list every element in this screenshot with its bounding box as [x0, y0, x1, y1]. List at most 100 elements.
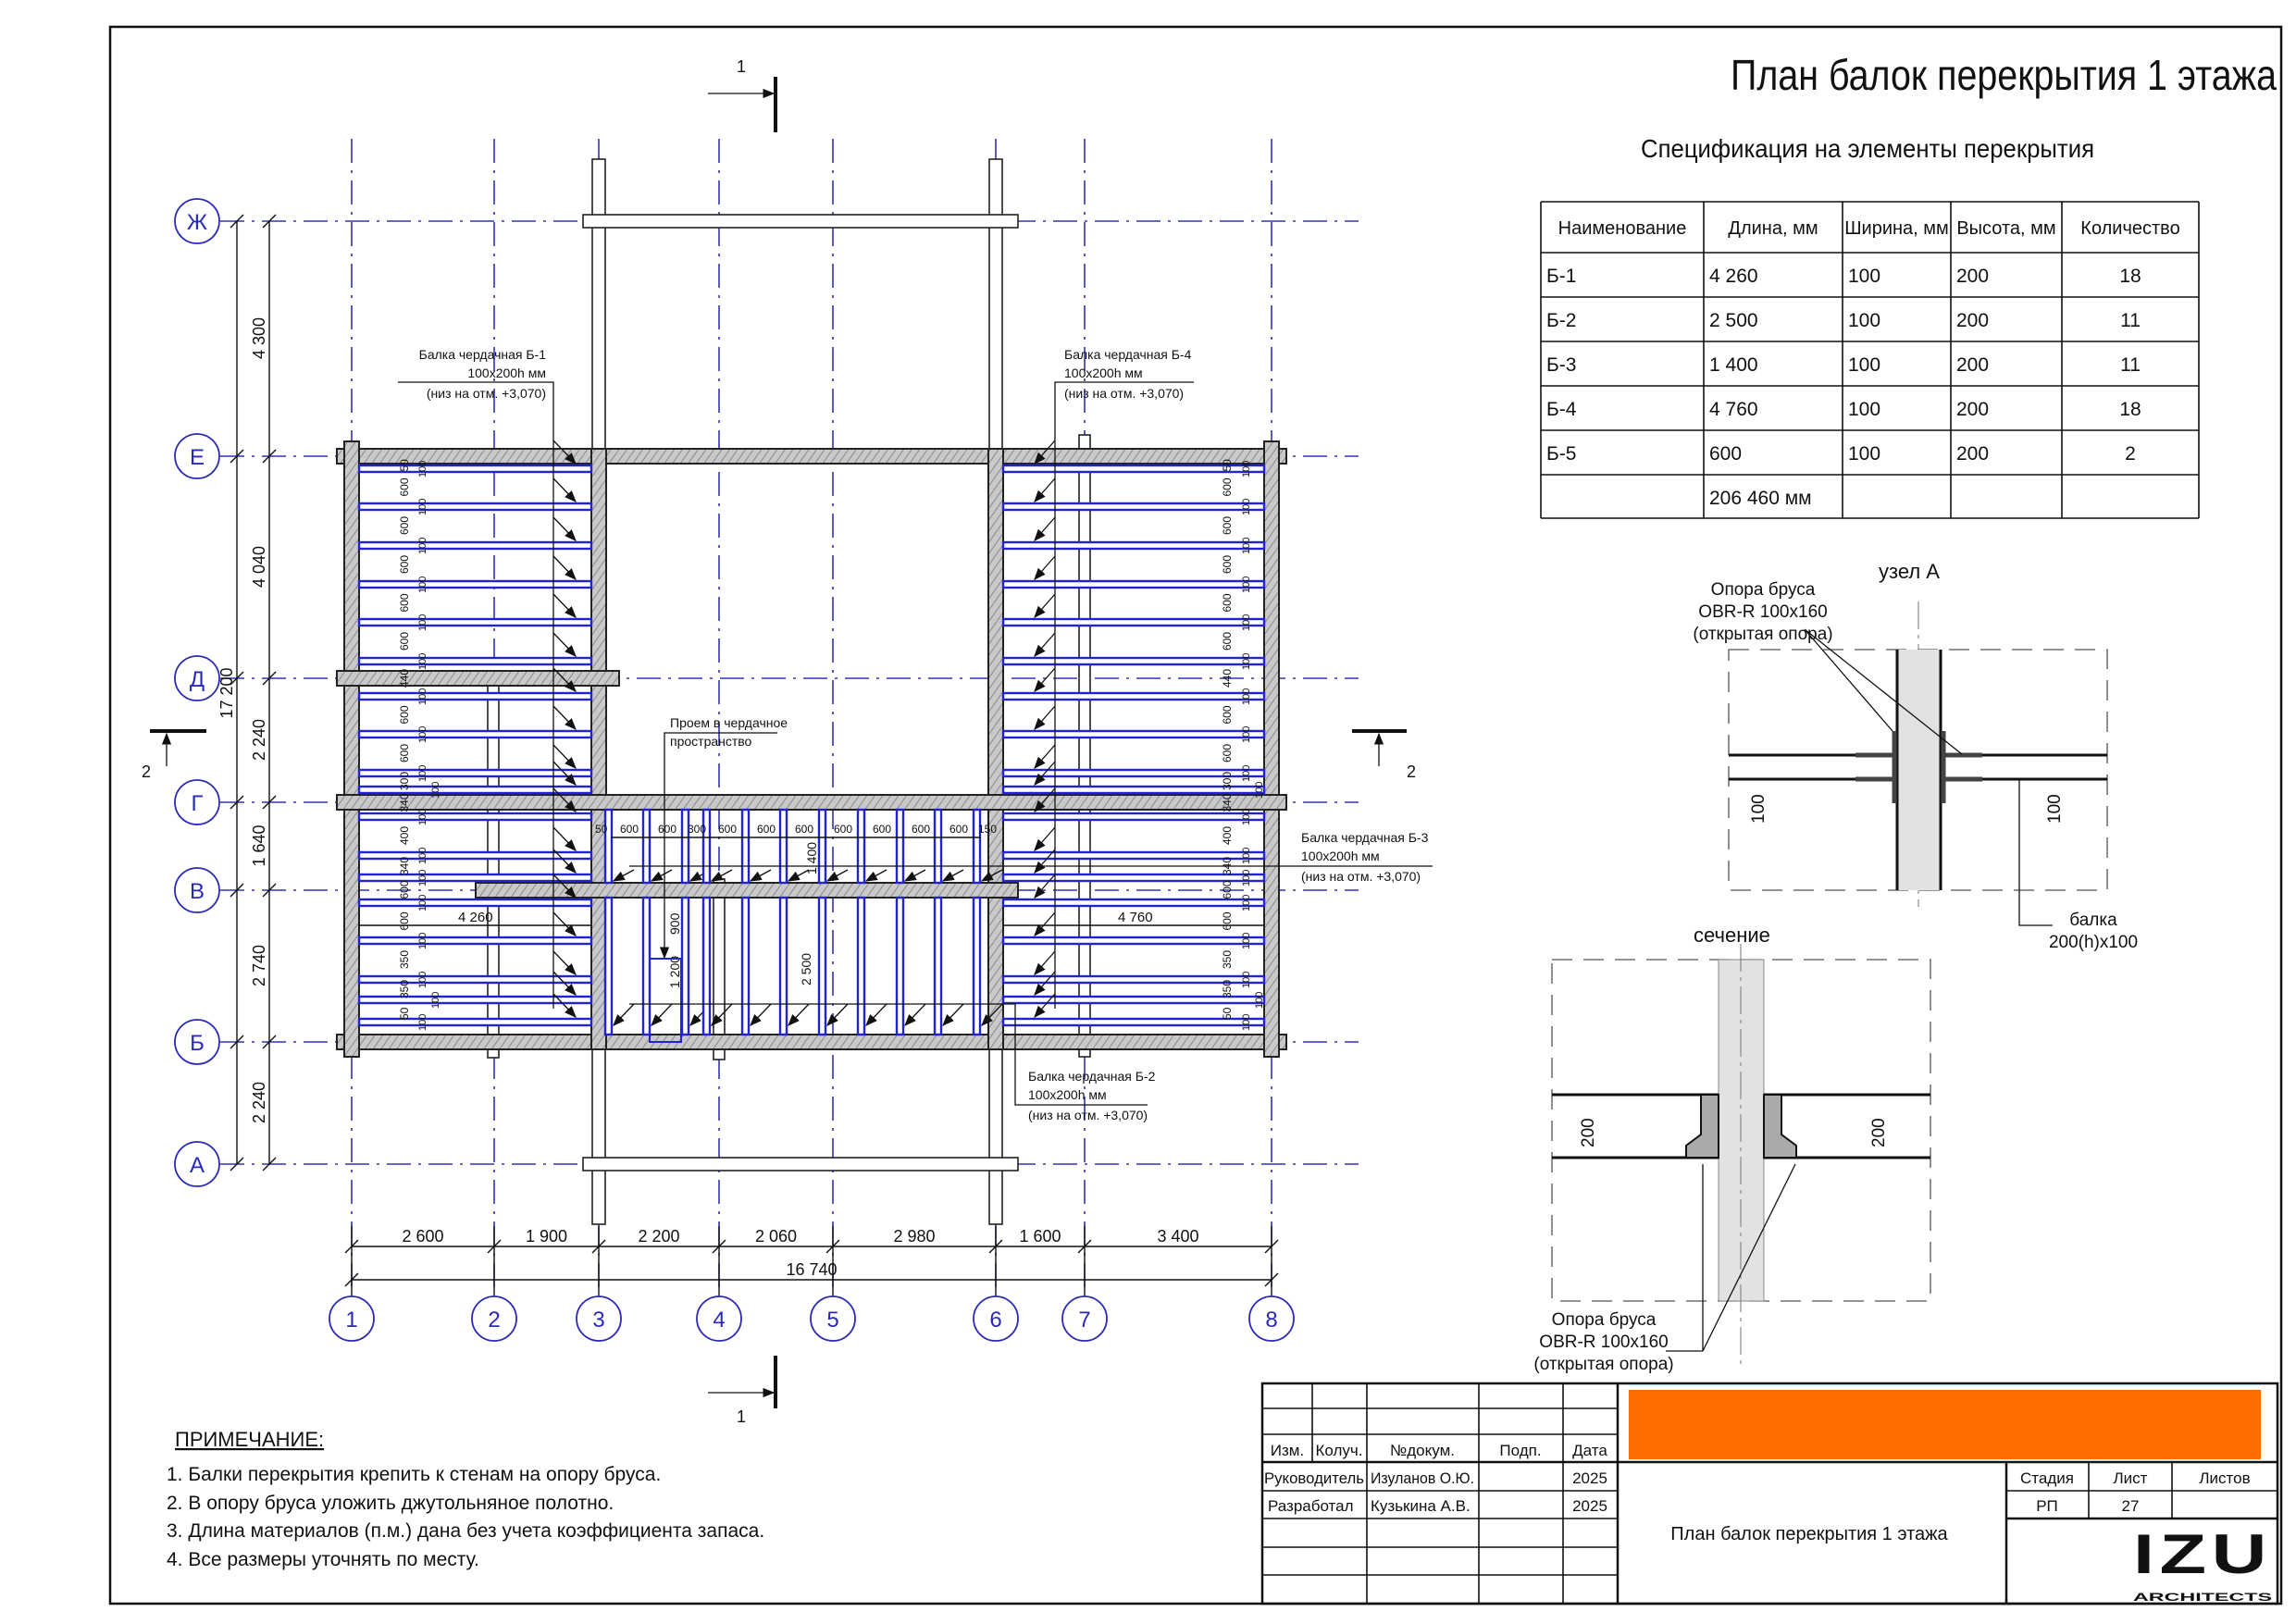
beam-b4	[1001, 691, 1266, 701]
detail-a-support-1: Опора бруса	[1711, 580, 1816, 600]
log-wall	[336, 1034, 1287, 1050]
detail-section-support-right	[1763, 1094, 1797, 1159]
detail-a-beam-2: 200(h)x100	[2049, 933, 2138, 952]
beam-leader-arrow	[552, 849, 577, 874]
axis-bubble-Г	[174, 779, 220, 825]
tb-date: 2025	[1572, 1469, 1607, 1487]
axis-bubble-Ж	[174, 198, 220, 244]
beam-leader-arrow	[552, 826, 577, 851]
middle-gap-label: 600	[718, 823, 737, 836]
beam-width-label: 100	[417, 809, 428, 825]
beam-b1	[357, 873, 593, 883]
dim-vertical-label: 2 240	[250, 719, 268, 761]
beam-b1	[357, 768, 593, 778]
table-cell: 100	[1848, 310, 1880, 331]
beam-leader-arrow	[613, 1003, 635, 1026]
detail-a-bracket-right	[1941, 731, 1982, 803]
middle-gap-label: 600	[912, 823, 930, 836]
beam-width-label: 100	[417, 538, 428, 554]
axis-bubble-А	[174, 1141, 220, 1187]
beam-gap-label: 350	[398, 950, 411, 969]
table-cell: 1 400	[1709, 354, 1758, 376]
dim-tick	[230, 449, 244, 464]
dim-tick	[262, 883, 277, 898]
dim-vertical-label: 4 040	[250, 546, 268, 588]
beam-b2	[817, 896, 827, 1036]
table-cell: 18	[2119, 399, 2141, 420]
beam-width-label: 100	[1241, 653, 1252, 670]
axis-bubble-В	[174, 867, 220, 913]
beam-leader-arrow	[750, 1003, 772, 1026]
tb-sheets-label: Листов	[2199, 1469, 2250, 1487]
beam-leader-arrow	[904, 1003, 926, 1026]
detail-node-a: узел А Опора бруса OBR-R 100x160 (открыт…	[1693, 560, 2138, 952]
beam-b1	[357, 579, 593, 589]
dim-tick	[230, 214, 244, 229]
table-cell: 2	[2125, 443, 2136, 465]
detail-section: сечение 200 200 Опора бруса OBR-R 100x16…	[1533, 924, 1931, 1374]
beam-gap-label: 600	[1221, 705, 1234, 724]
middle-gap-label: 300	[688, 823, 706, 836]
beam-width-label: 100	[430, 782, 441, 799]
beam-width-label: 100	[1241, 972, 1252, 988]
beam-b1	[357, 812, 593, 822]
dim-tick	[262, 795, 277, 810]
post-wall	[582, 1157, 1019, 1172]
table-cell: 200	[1956, 443, 1989, 465]
beam-b4	[1001, 464, 1266, 474]
table-total: 206 460 мм	[1709, 488, 1812, 509]
dim-tick	[344, 1272, 359, 1287]
dim-horizontal-total: 16 740	[786, 1260, 837, 1279]
note-item: 2. В опору бруса уложить джутольняное по…	[167, 1493, 614, 1514]
beam-width-label: 100	[1241, 726, 1252, 743]
notes: ПРИМЕЧАНИЕ: 1. Балки перекрытия крепить …	[167, 1428, 764, 1570]
beam-width-label: 100	[430, 992, 441, 1009]
axis-bubble-4	[696, 1295, 742, 1342]
table-cell: 4 760	[1709, 399, 1758, 420]
table-cell: 100	[1848, 443, 1880, 465]
beam-b1	[357, 502, 593, 512]
beam-b4	[1001, 656, 1266, 666]
post-wall	[713, 878, 726, 1060]
beam-leader-arrow	[552, 632, 577, 657]
beam-leader-arrow	[1034, 440, 1056, 465]
log-wall	[475, 882, 1019, 899]
detail-a-dim-right: 100	[2045, 794, 2065, 824]
beam-width-label: 100	[1241, 499, 1252, 515]
beam-b3	[680, 808, 690, 885]
axis-label-row: Б	[190, 1031, 205, 1056]
beam-leader-arrow	[903, 869, 926, 882]
beam-b4	[1001, 502, 1266, 512]
beam-b2	[701, 896, 712, 1036]
beam-width-label: 100	[417, 848, 428, 864]
detail-section-support-2: OBR-R 100x160	[1539, 1333, 1668, 1352]
beam-b3	[740, 808, 751, 885]
beam-b1	[357, 617, 593, 627]
log-wall	[336, 448, 1287, 465]
axis-label-column: 1	[345, 1308, 357, 1333]
beam-leader-arrow	[552, 761, 577, 786]
beam-gap-label: 600	[1221, 911, 1234, 930]
beam-b2	[972, 896, 982, 1036]
beam-b4	[1001, 540, 1266, 551]
post-wall	[1078, 434, 1091, 1058]
section-cut-2-left: 2	[142, 729, 206, 781]
beam-b4	[1001, 995, 1266, 1005]
beam-gap-label: 350	[1221, 980, 1234, 998]
beam-b1	[357, 936, 593, 946]
callout-b3: Балка чердачная Б-3 100х200h мм (низ на …	[629, 830, 1433, 884]
dim-tick	[262, 214, 277, 229]
log-wall	[590, 448, 607, 1050]
beam-leader-arrow	[552, 667, 577, 692]
middle-gap-label: 600	[873, 823, 891, 836]
beam-width-label: 100	[417, 499, 428, 515]
beam-b1	[357, 729, 593, 739]
axis-label-column: 3	[592, 1308, 604, 1333]
callout-b1-leader	[398, 381, 554, 1009]
callout-opening: Проем в чердачное пространство	[659, 715, 788, 960]
beam-gap-label: 600	[398, 516, 411, 535]
beam-gap-label: 50	[1221, 1007, 1234, 1020]
beam-b4	[1001, 579, 1266, 589]
